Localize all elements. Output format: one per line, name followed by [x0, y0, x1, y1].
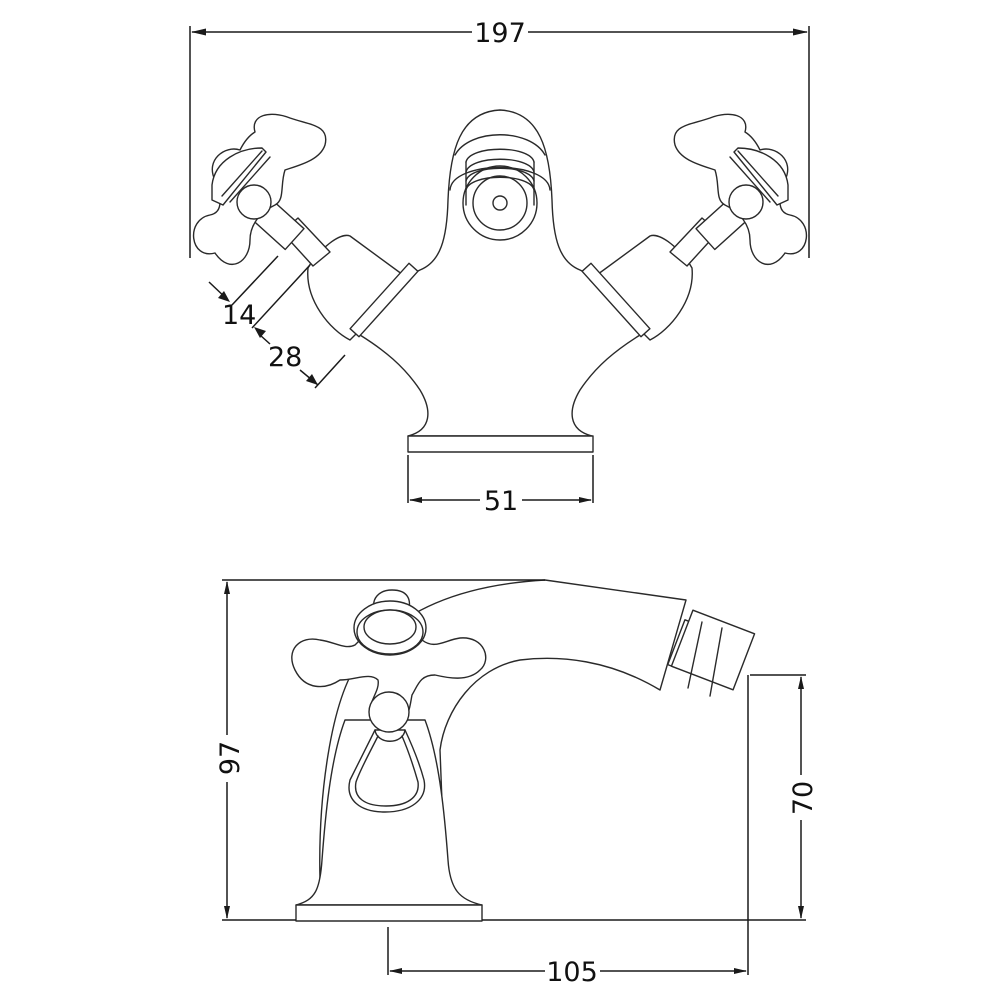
dimension-base-width: 51	[407, 455, 594, 517]
tap-body-front	[359, 109, 641, 453]
left-handle-front	[193, 113, 419, 341]
dimension-label-97: 97	[215, 741, 246, 775]
tap-body-side	[295, 719, 483, 922]
dimension-overall-height: 97	[215, 579, 545, 921]
dimension-label-197: 197	[474, 18, 526, 49]
aerator-side	[667, 609, 756, 697]
handle-side	[291, 589, 487, 733]
dimension-label-14: 14	[222, 300, 256, 331]
dimension-label-105: 105	[546, 957, 598, 988]
side-view: 97 70 105	[215, 579, 819, 988]
dimension-label-28: 28	[268, 342, 302, 373]
right-handle-front	[581, 113, 807, 341]
front-view: 197 14 28 51	[189, 18, 810, 517]
dimension-handle-offsets: 14 28	[208, 255, 346, 389]
dimension-outlet-height: 70	[482, 674, 819, 921]
dimension-label-51: 51	[484, 486, 518, 517]
dimension-spout-reach: 105	[387, 675, 749, 988]
dimension-overall-width: 197	[189, 18, 810, 258]
dimension-label-70: 70	[788, 781, 819, 815]
